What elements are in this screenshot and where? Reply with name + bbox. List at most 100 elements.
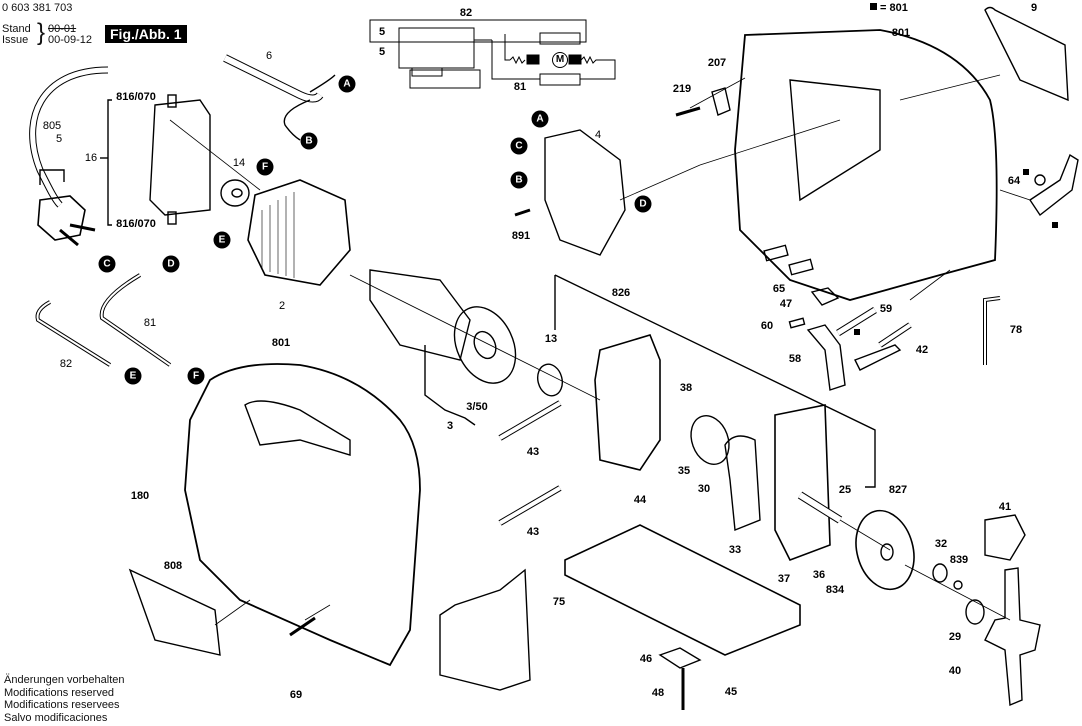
callout-b-cable: B (300, 132, 318, 150)
hex-key-78 (983, 296, 1001, 365)
part-label-65: 65 (772, 283, 786, 295)
chip-guard-75 (439, 568, 531, 691)
part-label-891: 891 (511, 230, 531, 242)
part-label-219: 219 (672, 83, 692, 95)
part-label-43-upper: 43 (526, 446, 540, 458)
issue-value: 00-09-12 (48, 34, 93, 46)
switch-4 (544, 129, 626, 256)
part-label-29: 29 (948, 631, 962, 643)
part-label-5: 5 (55, 133, 63, 145)
figure-label: Fig./Abb. 1 (105, 25, 187, 43)
part-label-834: 834 (825, 584, 845, 596)
part-label-59: 59 (879, 303, 893, 315)
callout-e-stator: E (213, 231, 231, 249)
washer-30 (690, 415, 730, 465)
callout-f-cable: F (187, 367, 205, 385)
black-square-icon (870, 3, 877, 10)
part-label-4: 4 (594, 129, 602, 141)
note-es: Salvo modificaciones (4, 711, 108, 724)
window-808 (128, 568, 221, 656)
callout-c-cable: C (98, 255, 116, 273)
legend: = 801 (870, 2, 908, 14)
brush-holder (149, 99, 211, 216)
part-label-808: 808 (163, 560, 183, 572)
part-label-46: 46 (639, 653, 653, 665)
part-label-47: 47 (779, 298, 793, 310)
callout-a-switch: A (531, 110, 549, 128)
modification-notes: Änderungen vorbehalten Modifications res… (4, 674, 124, 724)
stator (247, 179, 351, 286)
gear-housing-826 (594, 334, 661, 471)
part-label-180: 180 (130, 490, 150, 502)
part-label-44: 44 (633, 494, 647, 506)
part-label-9: 9 (1030, 2, 1038, 14)
legend-text: = 801 (880, 2, 908, 14)
note-en: Modifications reserved (4, 686, 115, 699)
black-square-icon (1023, 169, 1029, 175)
schematic-terminal-5a: 5 (378, 26, 386, 38)
cover-9 (984, 6, 1069, 102)
callout-c-switch: C (510, 137, 528, 155)
armature (369, 269, 471, 361)
plunger (984, 567, 1041, 707)
schematic-label-81: 81 (513, 81, 527, 93)
part-label-48: 48 (651, 687, 665, 699)
part-label-60: 60 (760, 320, 774, 332)
part-label-42: 42 (915, 344, 929, 356)
part-label-45: 45 (724, 686, 738, 698)
part-label-827: 827 (888, 484, 908, 496)
schematic-label-82: 82 (459, 7, 473, 19)
plate-37 (774, 404, 831, 562)
gear-827 (855, 509, 915, 591)
part-label-41: 41 (998, 501, 1012, 513)
schematic-terminal-5b: 5 (378, 46, 386, 58)
callout-d-switch: D (634, 195, 652, 213)
part-label-40: 40 (948, 665, 962, 677)
part-label-14: 14 (232, 157, 246, 169)
power-cord (29, 66, 109, 208)
issue-label: Issue (2, 34, 29, 46)
part-label-805: 805 (42, 120, 62, 132)
part-label-816-070-bottom: 816/070 (116, 218, 156, 230)
plate-33 (724, 435, 761, 531)
note-de: Änderungen vorbehalten (4, 674, 125, 686)
part-label-826: 826 (611, 287, 631, 299)
callout-d-cable: D (162, 255, 180, 273)
part-label-30: 30 (697, 483, 711, 495)
part-label-2: 2 (278, 300, 286, 312)
fan (453, 306, 517, 384)
part-label-81: 81 (143, 317, 157, 329)
part-label-64: 64 (1007, 175, 1021, 187)
callout-a-cable: A (338, 75, 356, 93)
part-number: 0 603 381 703 (2, 2, 73, 14)
part-label-6: 6 (265, 50, 273, 62)
part-label-13: 13 (544, 333, 558, 345)
stand-label: Stand (2, 23, 31, 35)
part-label-35: 35 (677, 465, 691, 477)
housing-half-left (184, 363, 421, 667)
part-label-37: 37 (777, 573, 791, 585)
note-fr: Modifications reservees (4, 699, 120, 711)
callout-b-switch: B (510, 171, 528, 189)
black-square-icon (1052, 222, 1058, 228)
part-label-78: 78 (1009, 324, 1023, 336)
part-label-32: 32 (934, 538, 948, 550)
part-label-3: 3 (446, 420, 454, 432)
part-label-33: 33 (728, 544, 742, 556)
part-label-207: 207 (707, 57, 727, 69)
part-label-36: 36 (812, 569, 826, 581)
part-label-801-top: 801 (891, 27, 911, 39)
black-square-icon (854, 329, 860, 335)
part-label-3-50: 3/50 (466, 401, 488, 413)
part-label-43-lower: 43 (526, 526, 540, 538)
motor-symbol-icon: M (552, 52, 568, 68)
part-label-58: 58 (788, 353, 802, 365)
brace-icon: } (37, 19, 46, 46)
callout-f-stator: F (256, 158, 274, 176)
part-label-38: 38 (679, 382, 693, 394)
part-label-801-bottom: 801 (271, 337, 291, 349)
part-label-25: 25 (838, 484, 852, 496)
foot-plate-45 (564, 524, 801, 656)
housing-half-right (734, 29, 998, 301)
